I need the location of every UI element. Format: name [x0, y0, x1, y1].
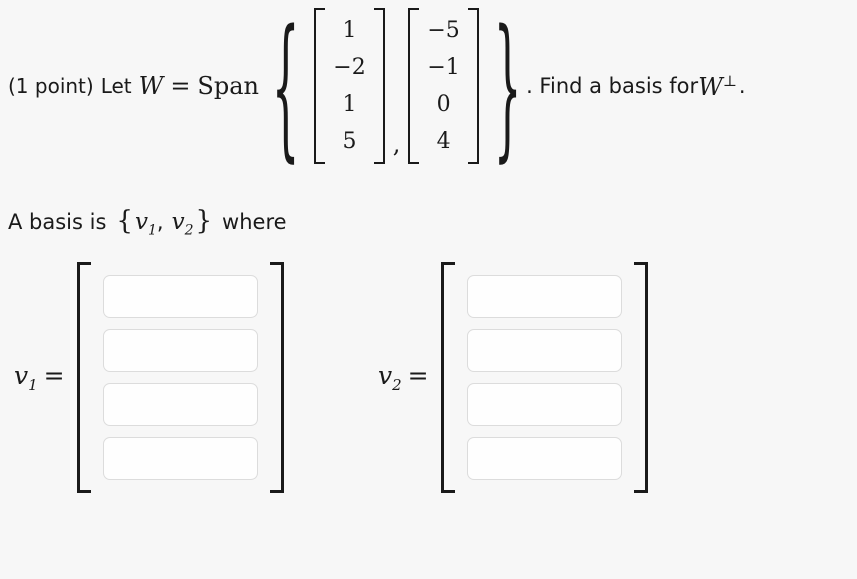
v2-entry-1-input[interactable] [466, 275, 622, 318]
trailing-period: . [738, 74, 746, 98]
v2-entry-3-input[interactable] [466, 383, 622, 426]
v1-entry-4-input[interactable] [102, 437, 258, 480]
basis-prefix-text: A basis is [8, 210, 107, 234]
span-word: Span [197, 72, 259, 100]
span-vector-2-entry-3: 0 [436, 92, 451, 117]
v1-input-stack [91, 262, 270, 493]
basis-v2-symbol: v2 [172, 209, 194, 239]
basis-description-line: A basis is { v1 , v2 } where [8, 206, 287, 239]
v2-label-subscript: 2 [392, 376, 402, 394]
span-vector-2-entry-2: −1 [427, 55, 460, 80]
bracket-right-icon [373, 8, 385, 164]
set-brace-open: { [271, 0, 300, 177]
bracket-right-icon [633, 262, 648, 493]
v2-input-vector [440, 262, 648, 493]
v1-label-subscript: 1 [28, 376, 38, 394]
v1-entry-1-input[interactable] [102, 275, 258, 318]
w-symbol: W [138, 72, 164, 100]
v1-label: v1 = [14, 361, 65, 394]
bracket-right-icon [269, 262, 284, 493]
v1-label-equals: = [43, 361, 65, 390]
v2-label: v2 = [378, 361, 429, 394]
v2-label-equals: = [407, 361, 429, 390]
span-vector-1-entry-1: 1 [342, 18, 357, 43]
v1-label-letter: v [14, 361, 29, 390]
basis-suffix-text: where [222, 210, 287, 234]
span-vector-1-entry-3: 1 [342, 92, 357, 117]
span-vector-1-entry-2: −2 [333, 55, 366, 80]
span-vector-2-entries: −5 −1 0 4 [419, 8, 467, 164]
bracket-left-icon [76, 262, 91, 493]
vector-separator-comma: , [392, 130, 401, 158]
v2-entry-2-input[interactable] [466, 329, 622, 372]
problem-statement: (1 point) Let W = Span { 1 −2 1 5 , −5 −… [8, 8, 853, 164]
let-word: Let [100, 74, 132, 98]
bracket-right-icon [467, 8, 479, 164]
span-vector-2-entry-1: −5 [427, 18, 460, 43]
equals-sign: = [170, 72, 191, 100]
points-label: (1 point) [8, 74, 94, 98]
basis-v1-subscript: 1 [147, 222, 157, 239]
answer-block-v2: v2 = [378, 262, 648, 493]
v1-input-vector [76, 262, 284, 493]
basis-v2-subscript: 2 [184, 222, 194, 239]
v2-label-letter: v [378, 361, 393, 390]
span-vector-2: −5 −1 0 4 [408, 8, 479, 164]
basis-v1-symbol: v1 [135, 209, 157, 239]
perp-superscript: ⊥ [722, 71, 737, 90]
v1-entry-2-input[interactable] [102, 329, 258, 372]
span-vector-1-entries: 1 −2 1 5 [325, 8, 373, 164]
basis-comma: , [156, 210, 164, 234]
v2-input-stack [455, 262, 634, 493]
basis-brace-close: } [195, 206, 213, 236]
span-vector-2-entry-4: 4 [436, 129, 451, 154]
answer-block-v1: v1 = [14, 262, 284, 493]
span-vector-1: 1 −2 1 5 [314, 8, 385, 164]
basis-brace-open: { [116, 206, 133, 236]
basis-v2-letter: v [171, 209, 185, 235]
bracket-left-icon [440, 262, 455, 493]
set-brace-close: } [493, 0, 522, 177]
bracket-left-icon [314, 8, 326, 164]
basis-v1-letter: v [134, 209, 148, 235]
w-perp-letter: W [698, 72, 723, 101]
bracket-left-icon [408, 8, 420, 164]
v2-entry-4-input[interactable] [466, 437, 622, 480]
v1-entry-3-input[interactable] [102, 383, 258, 426]
w-perp-symbol: W⊥ [698, 72, 737, 101]
find-basis-text: . Find a basis for [526, 74, 699, 98]
span-vector-1-entry-4: 5 [342, 129, 357, 154]
